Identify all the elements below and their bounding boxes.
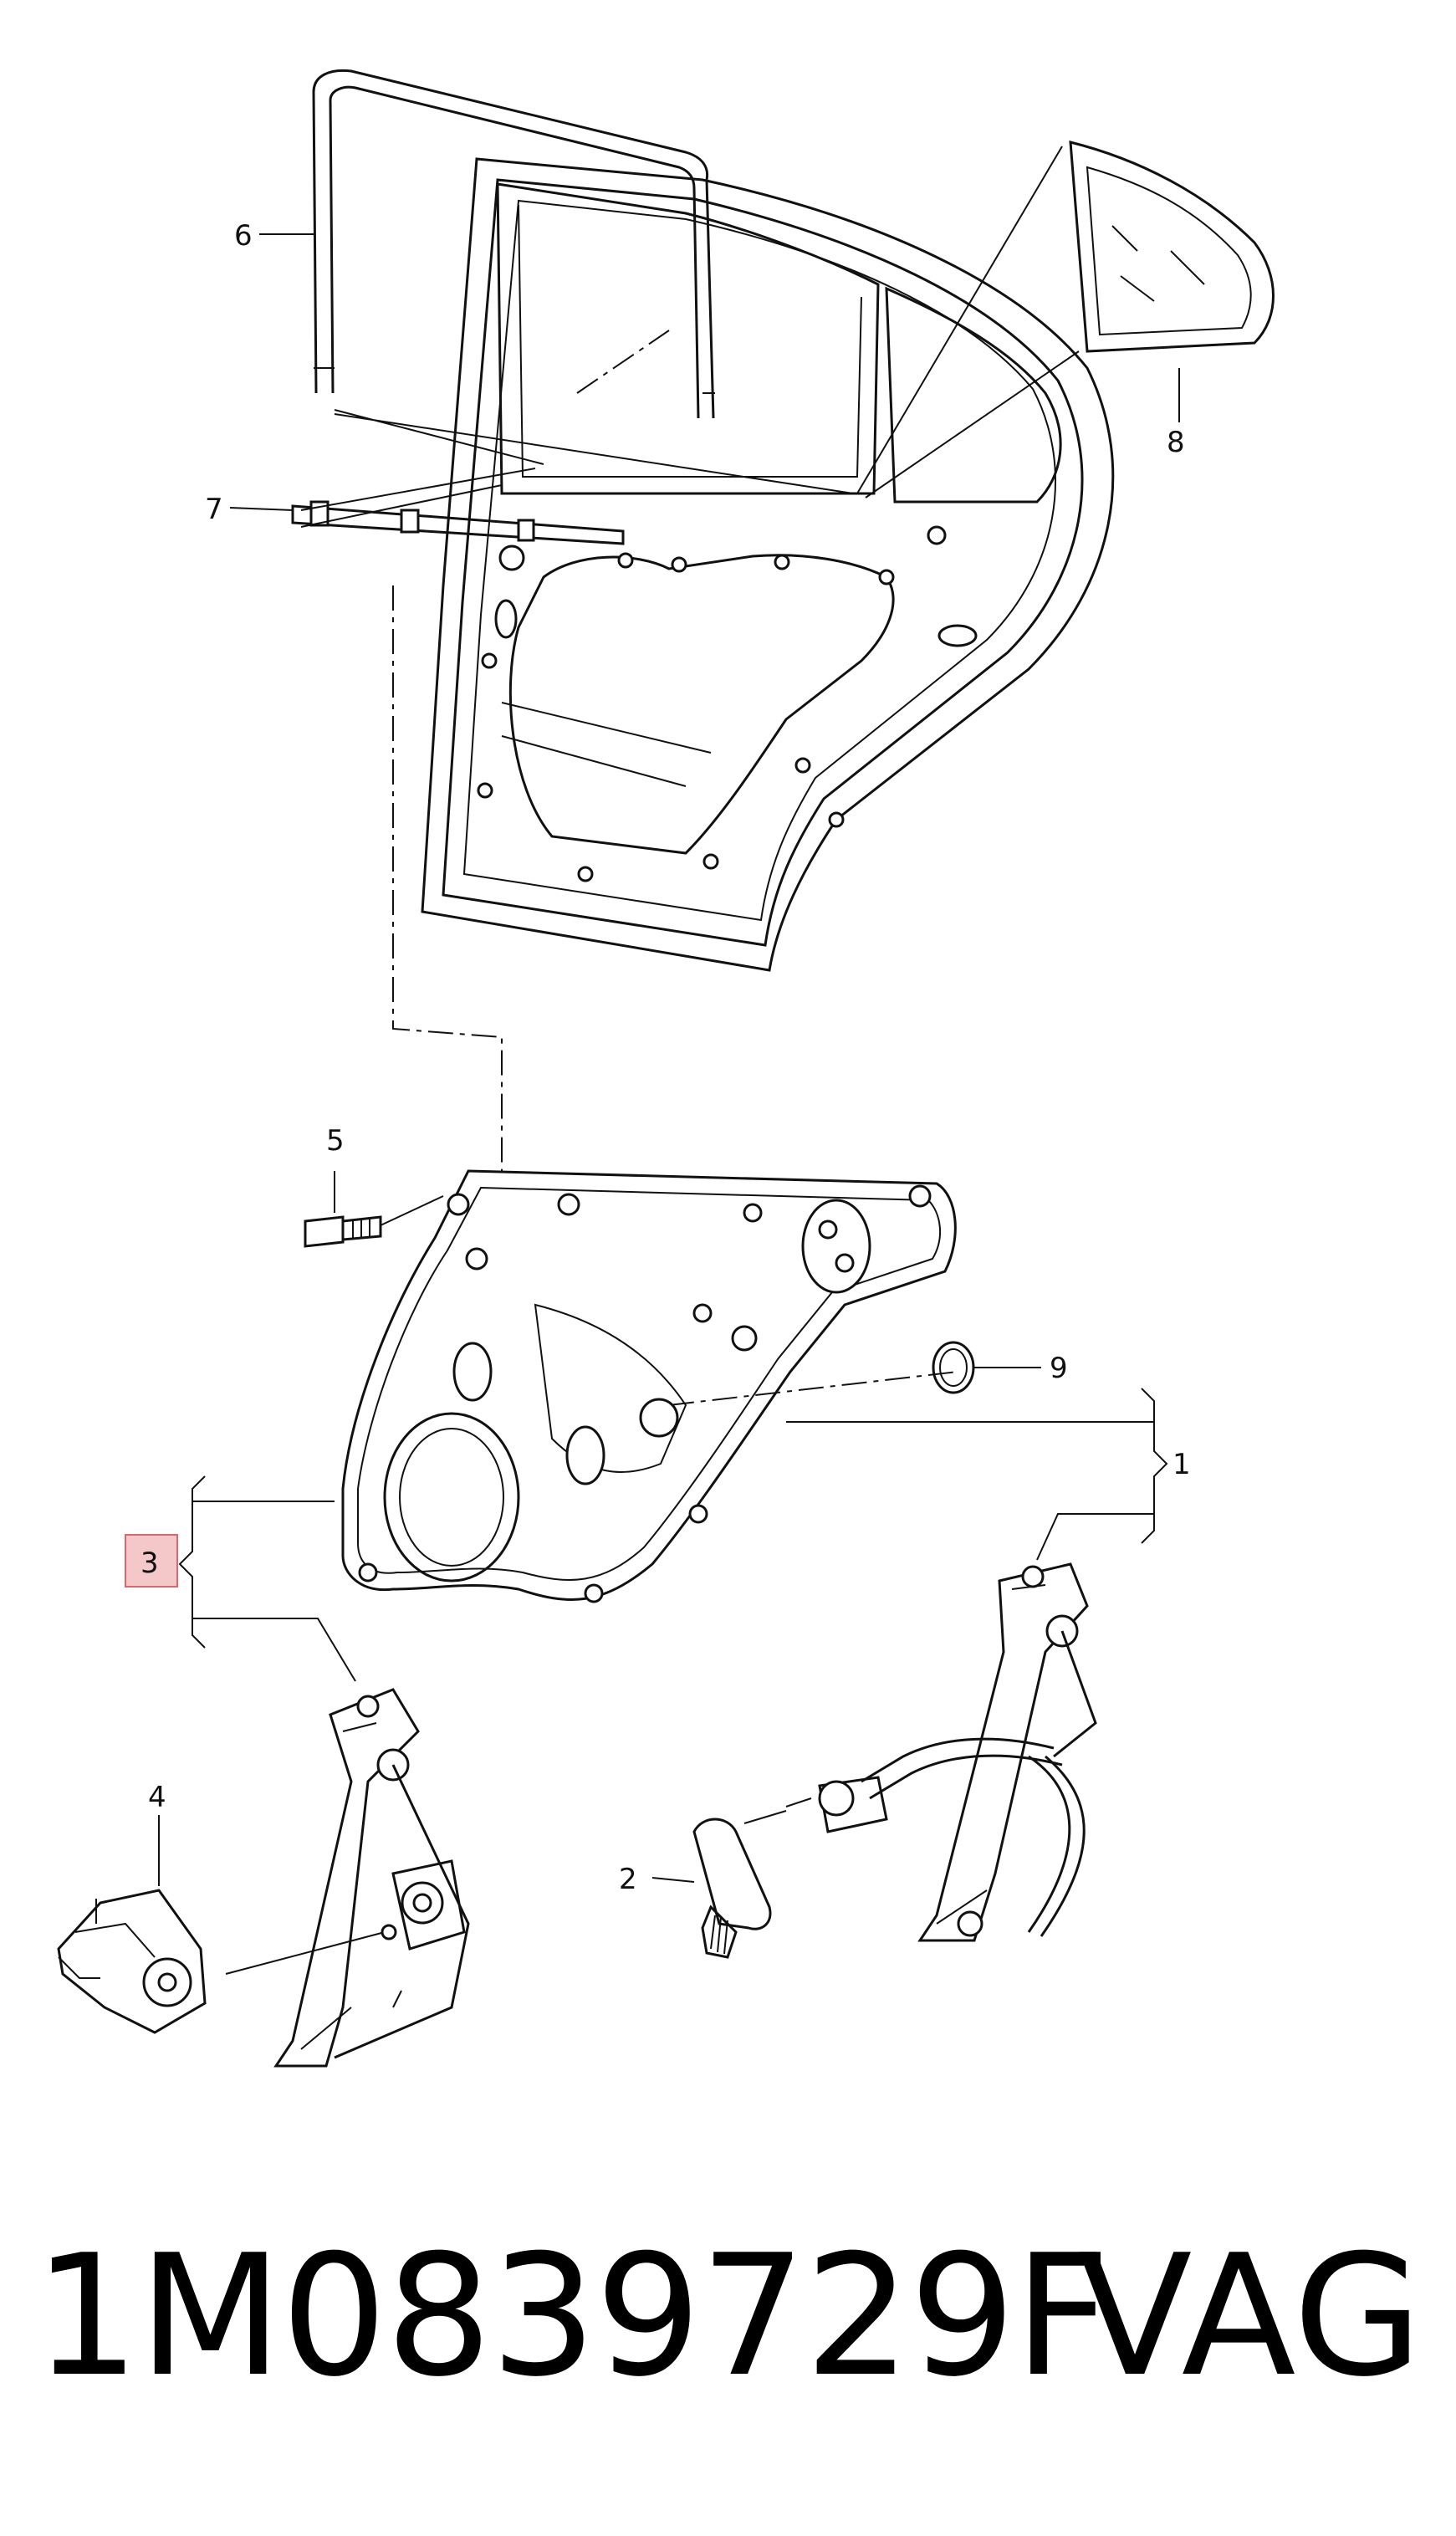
svg-text:1: 1 (1172, 1448, 1191, 1481)
part-9-grommet (932, 1341, 1041, 1394)
door-shell (421, 157, 1115, 972)
svg-text:9: 9 (1050, 1352, 1068, 1385)
part-7-guide-rod (291, 500, 625, 545)
part-number: 1M0839729F (33, 2219, 1111, 2414)
callout-1: 1 (1172, 1448, 1191, 1481)
leader-lines (300, 146, 1080, 2008)
bracket-lines (178, 1388, 1168, 1682)
footer: 1M0839729F VAG (33, 2225, 1423, 2409)
part-8-quarter-glass (1069, 141, 1275, 353)
part-2-crank-handle (651, 1810, 787, 1959)
part-6-window-channel (312, 69, 715, 419)
svg-text:6: 6 (234, 219, 253, 253)
callout-9: 9 (1050, 1352, 1068, 1385)
svg-text:2: 2 (619, 1863, 637, 1896)
window-regulator-electric (225, 1688, 470, 2068)
part-4-motor (57, 1815, 207, 2034)
part-5-bolt (304, 1171, 444, 1248)
callout-2: 2 (619, 1863, 637, 1896)
svg-text:8: 8 (1167, 426, 1185, 459)
callout-5: 5 (326, 1124, 345, 1158)
callout-3: 3 (125, 1534, 178, 1588)
window-regulator-manual (785, 1562, 1097, 1942)
svg-text:5: 5 (326, 1124, 345, 1158)
svg-text:4: 4 (148, 1781, 166, 1814)
callout-8: 8 (1167, 368, 1185, 459)
callout-7: 7 (205, 493, 294, 526)
svg-text:7: 7 (205, 493, 223, 526)
svg-text:3: 3 (140, 1547, 159, 1580)
callout-4: 4 (148, 1781, 166, 1814)
brand-label: VAG (1077, 2219, 1423, 2414)
callout-6: 6 (234, 219, 314, 253)
part-1-door-module (341, 1169, 957, 1603)
